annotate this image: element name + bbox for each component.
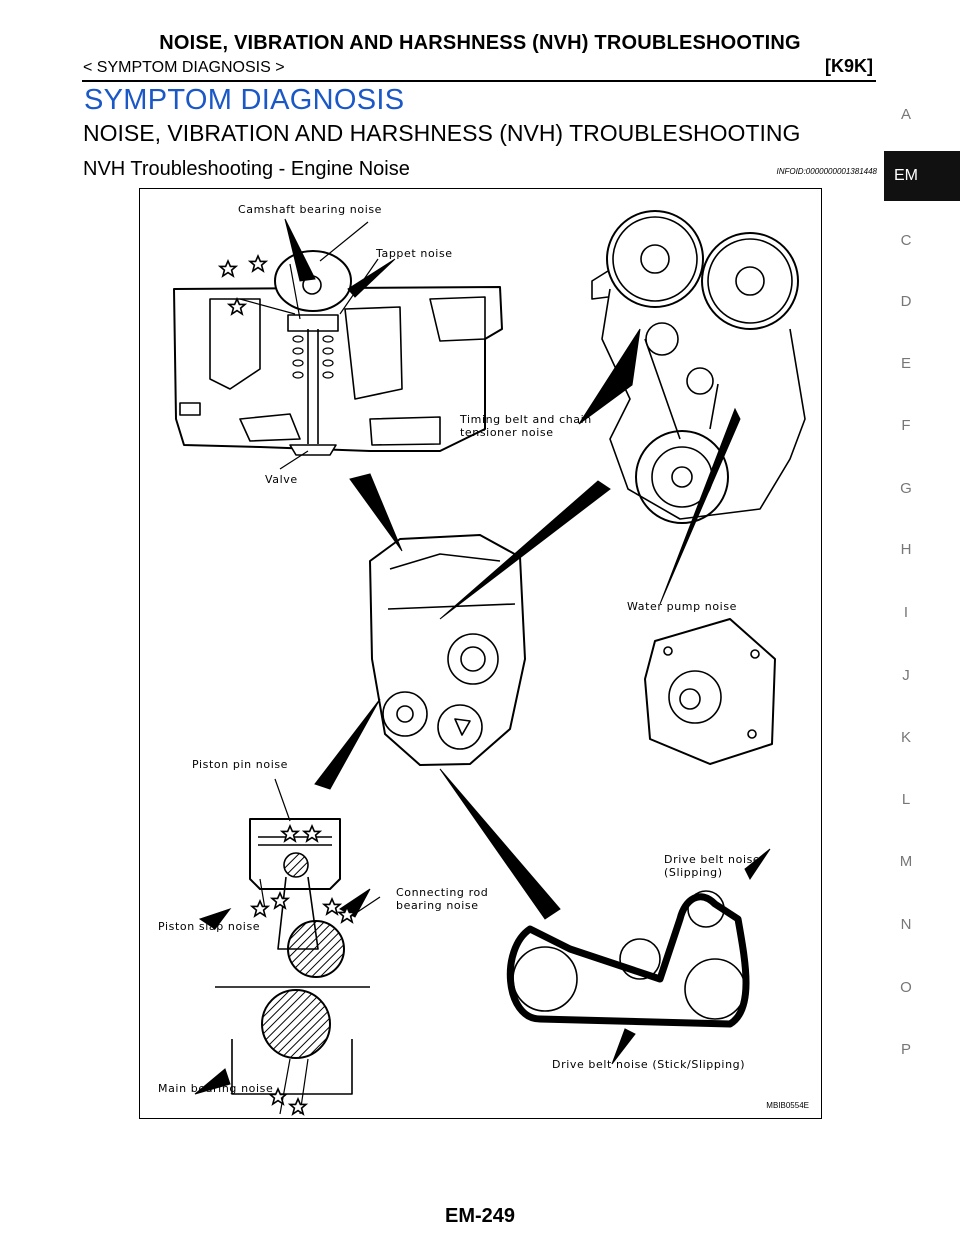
engine-assembly-drawing [369, 534, 526, 766]
sidebar-tab-em[interactable]: EM [884, 151, 960, 201]
figure-code: MBIB0554E [766, 1101, 809, 1110]
label-timing-belt-2: tensioner noise [460, 426, 554, 439]
sidebar-letter-o[interactable]: O [900, 979, 912, 996]
sidebar-letter-k[interactable]: K [900, 729, 911, 746]
label-piston-slap: Piston slap noise [158, 920, 261, 933]
label-belt-slipping: Drive belt noise (Slipping) [664, 853, 761, 879]
label-valve: Valve [265, 473, 298, 486]
water-pump-drawing [644, 618, 776, 765]
sidebar-letter-a[interactable]: A [900, 106, 911, 123]
sidebar-letter-f[interactable]: F [901, 417, 911, 434]
sidebar-letter-c[interactable]: C [900, 232, 912, 249]
cylinder-head-drawing [173, 250, 503, 456]
page-number: EM-249 [444, 1205, 516, 1227]
page-header-title: NOISE, VIBRATION AND HARSHNESS (NVH) TRO… [159, 32, 801, 54]
engine-noise-illustration [173, 210, 806, 1115]
label-connrod-1: Connecting rod [396, 886, 489, 899]
label-belt-stick: Drive belt noise (Stick/Slipping) [552, 1058, 746, 1071]
nvh-figure: Camshaft bearing noise Tappet noise Timi… [139, 188, 822, 1119]
header-rule [82, 80, 876, 82]
info-id: INFOID:0000000001381448 [776, 167, 877, 176]
sidebar-letter-i[interactable]: I [903, 604, 909, 621]
sidebar-letter-j[interactable]: J [902, 667, 910, 684]
section-subtitle: NOISE, VIBRATION AND HARSHNESS (NVH) TRO… [83, 120, 801, 146]
sidebar-letter-l[interactable]: L [901, 791, 911, 808]
label-timing-belt-1: Timing belt and chain [460, 413, 592, 426]
label-piston-pin: Piston pin noise [192, 758, 289, 771]
section-index-sidebar: A EM C D E F G H I J K L M N O P [884, 0, 960, 1242]
noise-source-markers [219, 255, 356, 1115]
section-title: SYMPTOM DIAGNOSIS [84, 84, 405, 116]
label-main-bearing: Main bearing noise [158, 1082, 274, 1095]
sidebar-letter-n[interactable]: N [900, 916, 912, 933]
label-tappet: Tappet noise [376, 247, 453, 260]
sidebar-letter-p[interactable]: P [900, 1041, 911, 1058]
drive-belt-drawing [506, 890, 750, 1028]
sidebar-letter-e[interactable]: E [900, 355, 911, 372]
label-connrod-2: bearing noise [396, 899, 479, 912]
breadcrumb[interactable]: < SYMPTOM DIAGNOSIS > [83, 59, 285, 76]
topic-heading: NVH Troubleshooting - Engine Noise [83, 158, 410, 180]
label-water-pump: Water pump noise [627, 600, 738, 613]
label-camshaft-bearing: Camshaft bearing noise [238, 203, 383, 216]
sidebar-letter-h[interactable]: H [900, 541, 912, 558]
engine-code: [K9K] [825, 56, 873, 76]
timing-belt-drawing [591, 210, 806, 524]
sidebar-letter-d[interactable]: D [900, 293, 912, 310]
sidebar-letter-m[interactable]: M [899, 853, 913, 870]
sidebar-letter-g[interactable]: G [900, 480, 912, 497]
piston-rod-drawing [215, 818, 370, 1095]
